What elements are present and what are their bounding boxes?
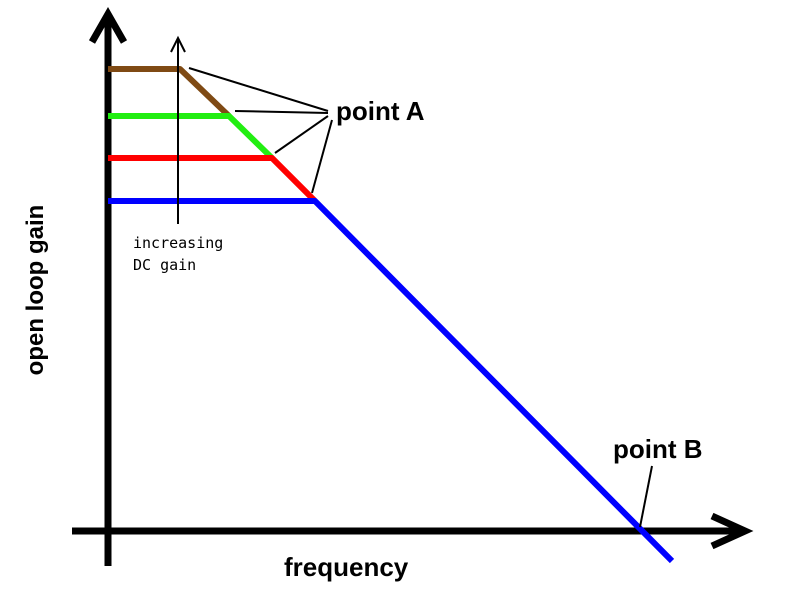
y-axis-arrowhead	[88, 6, 128, 44]
leader-a-green	[234, 110, 329, 114]
x-axis-arrowhead	[710, 512, 754, 550]
y-axis-label: open loop gain	[22, 205, 49, 376]
curve-red	[108, 155, 318, 204]
point-b-label: point B	[613, 434, 703, 464]
leader-a-blue	[311, 119, 333, 194]
axes	[72, 6, 754, 566]
x-axis-label: frequency	[284, 552, 409, 582]
dc-gain-arrowhead	[170, 35, 186, 53]
curve-brown	[108, 66, 232, 119]
leader-b	[639, 465, 653, 528]
annotation-line-2: DC gain	[133, 256, 196, 274]
leader-a-brown	[188, 67, 329, 112]
annotation-line-1: increasing	[133, 234, 223, 252]
point-a-label: point A	[336, 96, 425, 126]
leader-a-red	[274, 115, 329, 154]
curve-green	[108, 113, 275, 161]
gain-curves	[108, 66, 675, 564]
curve-blue	[108, 198, 675, 564]
point-a-leaders	[188, 67, 333, 194]
dc-gain-arrow	[170, 35, 186, 224]
